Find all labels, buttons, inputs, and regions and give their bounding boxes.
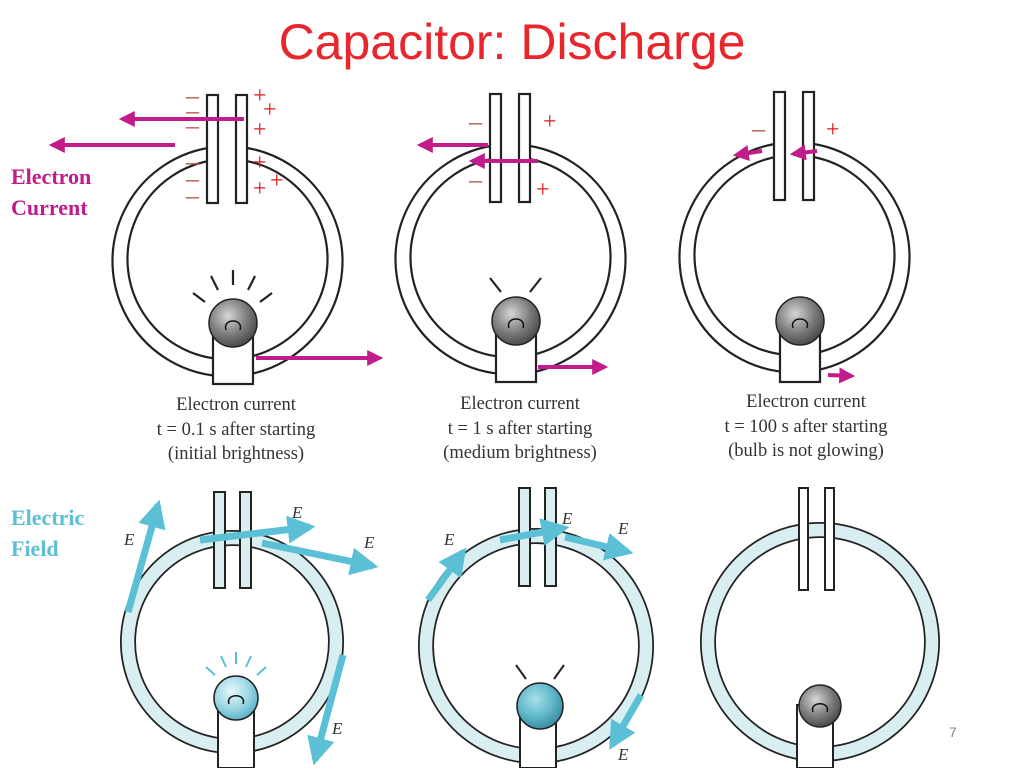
bulb bbox=[213, 675, 259, 721]
bulb bbox=[516, 682, 564, 730]
field-label: E bbox=[617, 519, 629, 538]
caption-medium: Electron current t = 1 s after starting … bbox=[443, 394, 597, 463]
svg-text:–: – bbox=[185, 111, 200, 140]
field-label: E bbox=[291, 503, 303, 522]
field-label: E bbox=[443, 530, 455, 549]
slide-title: Capacitor: Discharge bbox=[278, 14, 746, 70]
circuit-current-initial: – – – – – – + + + + + + bbox=[48, 81, 384, 386]
current-arrow bbox=[732, 145, 763, 161]
field-arrow bbox=[564, 533, 634, 561]
svg-text:+: + bbox=[253, 176, 267, 202]
svg-text:–: – bbox=[185, 147, 200, 176]
bulb-glow-rays bbox=[489, 277, 542, 293]
bulb-glow-rays bbox=[205, 652, 267, 676]
circuit-field-initial: E E E E bbox=[120, 491, 379, 768]
field-arrow bbox=[307, 654, 347, 766]
bulb-glow-rays bbox=[515, 664, 565, 680]
positive-charge: + bbox=[543, 109, 557, 135]
negative-charges: – – – – – – bbox=[185, 81, 200, 210]
caption-initial: Electron current t = 0.1 s after startin… bbox=[156, 395, 316, 464]
capacitor-plate-right bbox=[801, 90, 816, 202]
capacitor-plate-left bbox=[798, 487, 809, 591]
field-arrow bbox=[261, 539, 379, 576]
capacitor-plate-right bbox=[234, 93, 249, 205]
bulb bbox=[798, 684, 842, 728]
field-arrow bbox=[608, 693, 645, 750]
electron-current-label: Electron Current bbox=[11, 164, 92, 220]
svg-text:–: – bbox=[185, 81, 200, 110]
svg-text:–: – bbox=[185, 181, 200, 210]
negative-charge: – bbox=[468, 165, 483, 194]
field-label: E bbox=[363, 533, 375, 552]
bulb bbox=[208, 298, 258, 348]
svg-text:+: + bbox=[253, 117, 267, 143]
circuit-field-off bbox=[700, 487, 940, 768]
field-arrow bbox=[499, 518, 570, 546]
capacitor-plate-left bbox=[205, 93, 220, 205]
circuit-current-medium: – – + + bbox=[394, 92, 627, 384]
capacitor-plate-right bbox=[544, 487, 557, 587]
bulb bbox=[491, 296, 541, 346]
svg-text:–: – bbox=[185, 164, 200, 193]
circuit-current-off: – + bbox=[678, 90, 911, 384]
page-number: 7 bbox=[949, 724, 957, 740]
capacitor-plate-right bbox=[517, 92, 532, 204]
positive-charge: + bbox=[826, 117, 840, 143]
field-label: E bbox=[617, 745, 629, 764]
capacitor-plate-left bbox=[488, 92, 503, 204]
field-arrow bbox=[199, 515, 316, 544]
field-arrow bbox=[425, 547, 467, 603]
field-arrow bbox=[124, 499, 166, 613]
negative-charge: – bbox=[468, 107, 483, 136]
positive-charge: + bbox=[536, 177, 550, 203]
positive-charges: + + + + + + bbox=[253, 83, 284, 202]
field-label: E bbox=[331, 719, 343, 738]
current-arrow bbox=[827, 367, 856, 384]
bulb-glow-rays bbox=[192, 270, 273, 303]
bulb bbox=[775, 296, 825, 346]
svg-text:+: + bbox=[270, 168, 284, 194]
capacitor-plate-right bbox=[239, 491, 252, 589]
capacitor-plate-right bbox=[824, 487, 835, 591]
negative-charge: – bbox=[751, 114, 766, 143]
field-label: E bbox=[123, 530, 135, 549]
field-label: E bbox=[561, 509, 573, 528]
capacitor-plate-left bbox=[772, 90, 787, 202]
svg-text:+: + bbox=[253, 150, 267, 176]
caption-off: Electron current t = 100 s after startin… bbox=[724, 392, 888, 461]
electric-field-label: Electric Field bbox=[11, 505, 85, 561]
svg-text:+: + bbox=[253, 83, 267, 109]
svg-text:+: + bbox=[263, 97, 277, 123]
current-arrow bbox=[789, 144, 818, 161]
circuit-field-medium: E E E E bbox=[418, 487, 654, 768]
